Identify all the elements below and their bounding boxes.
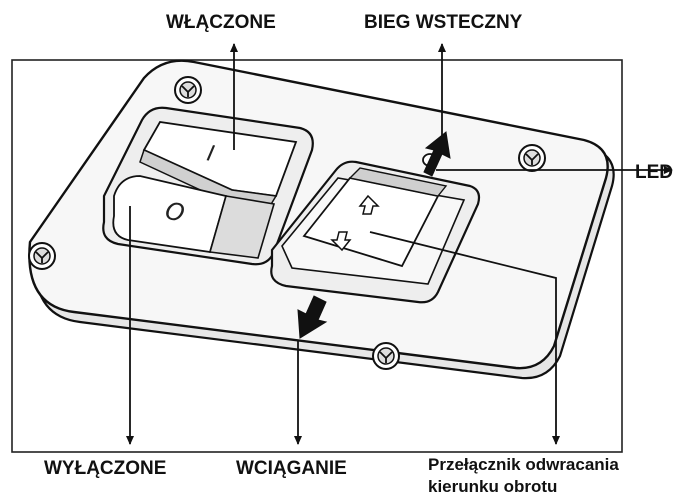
- power-rocker-switch: [102, 106, 314, 266]
- frame-border: [11, 59, 623, 453]
- screw-icon: [174, 76, 202, 104]
- screw-icon: [518, 144, 546, 172]
- arrow-down-icon: [330, 231, 352, 252]
- screw-icon: [28, 242, 56, 270]
- label-on: WŁĄCZONE: [166, 12, 276, 33]
- reverse-switch: [270, 160, 481, 304]
- label-reverse: BIEG WSTECZNY: [364, 12, 523, 33]
- leader-switch: [369, 231, 560, 445]
- label-led: LED: [635, 162, 673, 183]
- on-symbol: I: [205, 141, 217, 167]
- screw-icon: [372, 342, 400, 370]
- arrow-up-icon: [358, 194, 380, 215]
- label-retract: WCIĄGANIE: [236, 458, 347, 479]
- label-switch-line2: kierunku obrotu: [428, 477, 557, 496]
- retract-direction-arrow: [297, 295, 328, 339]
- label-off: WYŁĄCZONE: [44, 458, 166, 479]
- reverse-direction-arrow: [423, 131, 451, 177]
- label-switch-line1: Przełącznik odwracania: [428, 455, 619, 474]
